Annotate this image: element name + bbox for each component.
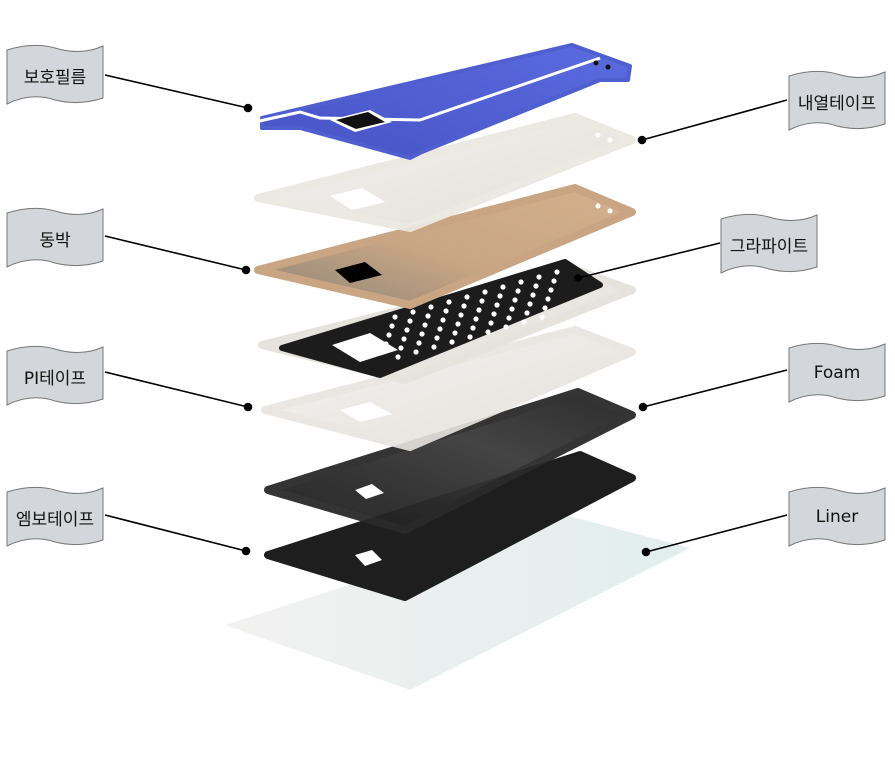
- graphite-hole: [407, 318, 413, 324]
- graphite-hole: [524, 310, 530, 316]
- graphite-hole: [416, 340, 422, 346]
- graphite-hole: [485, 329, 491, 335]
- graphite-hole: [446, 299, 452, 305]
- graphite-hole: [521, 319, 527, 325]
- graphite-hole: [545, 296, 551, 302]
- leader-lines: [104, 74, 788, 557]
- graphite-hole: [419, 331, 425, 337]
- graphite-hole: [422, 322, 428, 328]
- graphite-hole: [491, 311, 497, 317]
- graphite-hole: [527, 301, 533, 307]
- graphite-hole: [554, 269, 560, 275]
- graphite-hole: [440, 317, 446, 323]
- label-protective-film: 보호필름: [3, 42, 107, 108]
- graphite-hole: [386, 332, 392, 338]
- graphite-hole: [470, 325, 476, 331]
- flag-shape: [720, 213, 818, 274]
- graphite-hole: [506, 315, 512, 321]
- graphite-hole: [404, 327, 410, 333]
- label-foam: Foam: [785, 340, 889, 406]
- flag-shape: [6, 486, 104, 547]
- graphite-hole: [398, 345, 404, 351]
- graphite-hole: [383, 341, 389, 347]
- graphite-hole: [479, 298, 485, 304]
- flag-shape: [6, 207, 104, 268]
- graphite-hole: [509, 306, 515, 312]
- graphite-hole: [425, 313, 431, 319]
- layer-protective-film: [254, 43, 632, 160]
- graphite-hole: [395, 354, 401, 360]
- graphite-hole: [536, 274, 542, 280]
- graphite-hole: [473, 316, 479, 322]
- graphite-hole: [533, 283, 539, 289]
- graphite-hole: [449, 339, 455, 345]
- graphite-hole: [431, 344, 437, 350]
- graphite-hole: [530, 292, 536, 298]
- graphite-hole: [392, 314, 398, 320]
- graphite-hole: [461, 303, 467, 309]
- graphite-hole: [548, 287, 554, 293]
- graphite-hole: [494, 302, 500, 308]
- graphite-hole: [455, 321, 461, 327]
- graphite-hole: [428, 304, 434, 310]
- layer-liner: [225, 515, 690, 690]
- graphite-hole: [443, 308, 449, 314]
- graphite-hole: [452, 330, 458, 336]
- graphite-hole: [401, 336, 407, 342]
- graphite-hole: [539, 314, 545, 320]
- layer-foam: [264, 388, 636, 534]
- graphite-hole: [464, 294, 470, 300]
- layer-graphite: [279, 259, 603, 378]
- graphite-hole: [482, 289, 488, 295]
- graphite-hole: [476, 307, 482, 313]
- graphite-hole: [503, 324, 509, 330]
- graphite-hole: [437, 326, 443, 332]
- graphite-hole: [410, 309, 416, 315]
- layer-heat-resistant-tape: [254, 113, 636, 232]
- label-heat-resistant-tape: 내열테이프: [785, 68, 889, 134]
- label-pi-tape: PI테이프: [3, 343, 107, 409]
- graphite-hole: [500, 284, 506, 290]
- label-copper-foil: 동박: [3, 205, 107, 271]
- graphite-hole: [488, 320, 494, 326]
- graphite-hole: [467, 334, 473, 340]
- graphite-hole: [551, 278, 557, 284]
- graphite-hole: [518, 279, 524, 285]
- flag-shape: [788, 486, 886, 547]
- flag-shape: [788, 342, 886, 403]
- graphite-hole: [497, 293, 503, 299]
- graphite-hole: [512, 297, 518, 303]
- graphite-hole: [434, 335, 440, 341]
- label-graphite: 그라파이트: [717, 211, 821, 277]
- label-embo-tape: 엠보테이프: [3, 484, 107, 550]
- flag-shape: [788, 70, 886, 131]
- graphite-hole: [542, 305, 548, 311]
- graphite-hole: [515, 288, 521, 294]
- flag-shape: [6, 44, 104, 105]
- flag-shape: [6, 345, 104, 406]
- graphite-hole: [458, 312, 464, 318]
- graphite-hole: [389, 323, 395, 329]
- label-liner: Liner: [785, 484, 889, 550]
- layer-copper: [254, 184, 636, 309]
- graphite-hole: [413, 349, 419, 355]
